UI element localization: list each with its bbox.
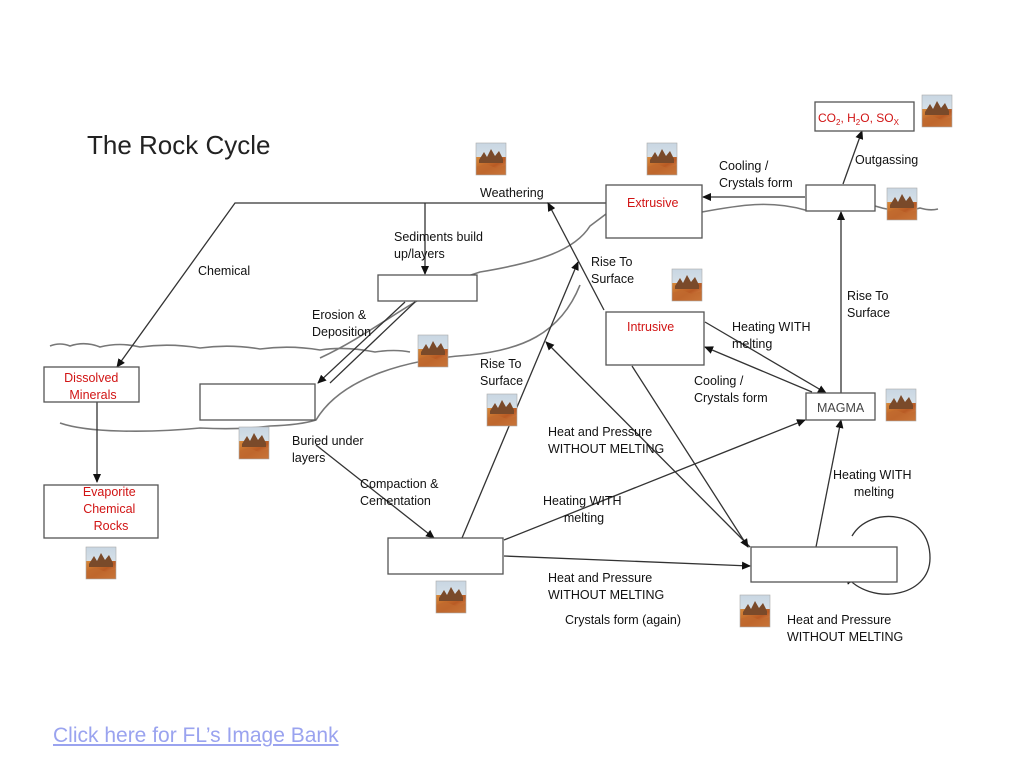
- heating-right-arrow: [815, 419, 844, 548]
- cooling-top-label: Cooling / Crystals form: [719, 159, 793, 190]
- gases-box: [814, 101, 915, 132]
- weathering-arrow: [547, 202, 605, 311]
- evaporite-line-3: Rocks: [94, 519, 129, 533]
- magma-label: MAGMA: [817, 401, 865, 415]
- sedimentary-rock-box: [199, 383, 316, 421]
- chemical-weathering-line: [116, 202, 608, 368]
- heating-top-label: Heating WITH melting: [732, 320, 814, 351]
- heat-pressure-mid-label: Heat and Pressure WITHOUT MELTING: [548, 425, 664, 456]
- compaction-arrow: [315, 444, 435, 539]
- rock-photo-thumbnail-icon[interactable]: [671, 268, 703, 302]
- top-right-box: [805, 184, 876, 212]
- cooling-mid-label: Cooling / Crystals form: [694, 374, 768, 405]
- extrusive-label: Extrusive: [627, 196, 678, 210]
- chemical-label: Chemical: [198, 264, 250, 278]
- sedimentary-bottom-box: [387, 537, 504, 575]
- heating-top-arrow: [704, 321, 827, 394]
- sediments-label: Sediments build up/layers: [394, 230, 486, 261]
- evaporite-line-1: Evaporite: [83, 485, 136, 499]
- buried-label: Buried under layers: [292, 434, 367, 465]
- rock-photo-thumbnail-icon[interactable]: [85, 546, 117, 580]
- evaporite-label: Evaporite Chemical Rocks: [83, 485, 139, 533]
- rock-photo-thumbnail-icon[interactable]: [646, 142, 678, 176]
- rock-photo-thumbnail-icon[interactable]: [886, 187, 918, 221]
- ground-line-lower: [59, 284, 581, 432]
- ground-line-upper: [49, 342, 411, 353]
- image-bank-link[interactable]: Click here for FL’s Image Bank: [53, 724, 339, 747]
- rock-photo-thumbnail-icon[interactable]: [885, 388, 917, 422]
- evaporite-line-2: Chemical: [83, 502, 135, 516]
- evaporite-box: [43, 484, 159, 539]
- rise-surface-mid-arrow: [461, 261, 579, 539]
- outgassing-arrow: [842, 130, 864, 185]
- crystals-again-label: Crystals form (again): [565, 613, 681, 627]
- rock-photo-thumbnail-icon[interactable]: [435, 580, 467, 614]
- dissolved-line-1: Dissolved: [64, 371, 118, 385]
- rise-surface-mid-label: Rise To Surface: [480, 357, 525, 388]
- rock-photo-thumbnail-icon[interactable]: [475, 142, 507, 176]
- rise-surface-top-label: Rise To Surface: [591, 255, 636, 286]
- heating-right-label: Heating WITH melting: [833, 468, 915, 499]
- heat-pressure-mid-arrow-b: [631, 365, 749, 548]
- rock-photo-thumbnail-icon[interactable]: [486, 393, 518, 427]
- heating-mid-label: Heating WITH melting: [543, 494, 625, 525]
- heat-pressure-right-label: Heat and Pressure WITHOUT MELTING: [787, 613, 903, 644]
- metamorphic-box: [750, 546, 898, 583]
- dissolved-label: Dissolved Minerals: [64, 371, 122, 402]
- metamorphism-loop: [845, 515, 931, 595]
- gases-label: CO2, H2O, SOX: [818, 111, 900, 127]
- heating-mid-arrow: [503, 419, 806, 541]
- heat-pressure-low-label: Heat and Pressure WITHOUT MELTING: [548, 571, 664, 602]
- intrusive-label: Intrusive: [627, 320, 674, 334]
- magma-box: [805, 392, 876, 421]
- extrusive-box: [605, 184, 703, 239]
- ground-line-mid: [319, 213, 607, 359]
- dissolved-line-2: Minerals: [69, 388, 116, 402]
- rock-photo-thumbnail-icon[interactable]: [238, 426, 270, 460]
- heat-pressure-mid-arrow-a: [545, 341, 751, 548]
- intrusive-box: [605, 311, 705, 366]
- erosion-arrow: [317, 301, 406, 384]
- page-title: The Rock Cycle: [87, 130, 271, 160]
- rock-photo-thumbnail-icon[interactable]: [739, 594, 771, 628]
- rock-photo-thumbnail-icon[interactable]: [921, 94, 953, 128]
- cooling-mid-arrow: [704, 346, 813, 393]
- compaction-label: Compaction & Cementation: [360, 477, 442, 508]
- rise-surface-right-label: Rise To Surface: [847, 289, 892, 320]
- dissolved-minerals-box: [43, 366, 140, 403]
- heat-pressure-low-arrow: [503, 555, 751, 570]
- weathering-label: Weathering: [480, 186, 544, 200]
- outgassing-label: Outgassing: [855, 153, 918, 167]
- erosion-line-b: [329, 301, 416, 384]
- rock-photo-thumbnail-icon[interactable]: [417, 334, 449, 368]
- sediment-box: [377, 274, 478, 302]
- erosion-label: Erosion & Deposition: [312, 308, 371, 339]
